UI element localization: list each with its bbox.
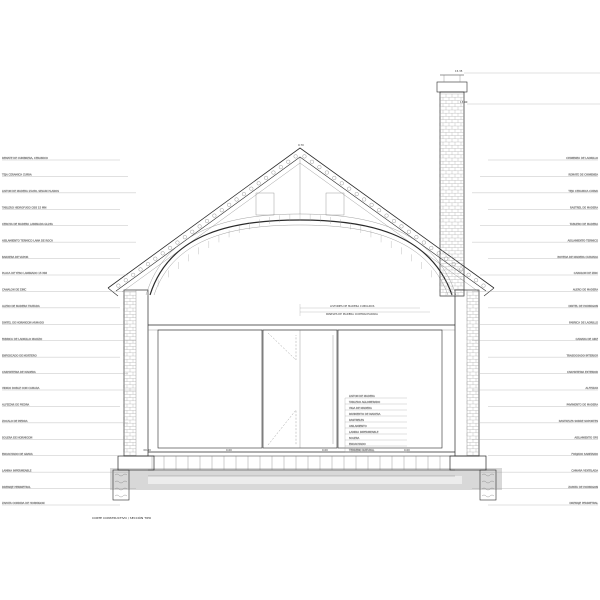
right-annotation-11: FABRICA DE LADRILLO: [569, 320, 598, 324]
right-annotation-14: CARPINTERIA EXTERIOR: [567, 370, 598, 374]
vault-annotation-2: PANELES DE MADERA CONTRACHAPADA: [326, 312, 378, 316]
floor-level-4: 0.00: [404, 448, 410, 452]
left-annotation-2: TEJA CERAMICA CURVA: [2, 173, 32, 177]
left-annotation-21: DRENAJE PERIMETRAL: [2, 485, 31, 489]
right-annotation-5: TABLERO DE MADERA: [570, 222, 598, 226]
right-annotation-19: FORJADO SANITARIO: [571, 452, 598, 456]
chimney-top-level: 15.35: [455, 69, 463, 73]
ridge-level: 9.70: [298, 143, 304, 147]
center-annotation-1: LISTON DE MADERA: [349, 394, 375, 398]
interior-panels: [148, 324, 455, 449]
left-annotation-10: ALERO DE MADERA TRATADA: [2, 304, 40, 308]
center-annotation-3: VIGA DE MADERA: [349, 406, 372, 410]
center-annotation-9: ENCACHADO: [349, 442, 366, 446]
left-annotation-leaders: REMATE DE CUMBRERA, CERAMICO TEJA CERAMIC…: [2, 156, 136, 505]
left-annotation-19: ENCACHADO DE GRAVA: [2, 452, 33, 456]
left-annotation-15: VIDRIO DOBLE CON CAMARA: [2, 386, 40, 390]
ground-hatch: [110, 468, 502, 490]
right-annotation-15: ALFEIZAR: [586, 386, 599, 390]
left-annotation-20: LAMINA IMPERMEABLE: [2, 468, 32, 472]
center-annotation-10: TERRENO NATURAL: [349, 448, 375, 452]
section-caption: CORTE CONSTRUCTIVO / SECCIÓN TIPO: [92, 515, 152, 520]
left-annotation-5: CERCHA DE MADERA LAMINADA GL24h: [2, 222, 53, 226]
right-annotation-6: AISLAMIENTO TERMICO: [568, 238, 598, 242]
chimney: [436, 74, 468, 297]
right-annotation-17: RASTRELES SOBRE SOPORTES: [559, 419, 599, 423]
right-annotation-2: REMATE DE CHIMENEA: [568, 173, 598, 177]
chimney-mid-level: 13.90: [460, 100, 468, 104]
right-annotation-10: DINTEL DE HORMIGON: [569, 304, 599, 308]
floor-level-3: 0.00: [322, 448, 328, 452]
left-annotation-11: DINTEL DE HORMIGON ARMADO: [2, 320, 44, 324]
left-annotation-14: CARPINTERIA DE MADERA: [2, 370, 36, 374]
right-annotation-18: AISLAMIENTO XPS: [575, 435, 599, 439]
right-annotation-16: PAVIMENTO DE MADERA: [567, 403, 599, 407]
vault: [145, 157, 457, 296]
right-annotation-21: ZAPATA DE HORMIGON: [568, 485, 598, 489]
left-annotation-16: ALFEIZAR DE PIEDRA: [2, 403, 29, 407]
right-annotation-7: BOVEDA DE MADERA CURVADA: [557, 255, 598, 259]
left-annotation-9: CANALON DE ZINC: [2, 288, 26, 292]
left-annotation-12: FABRICA DE LADRILLO MACIZO: [2, 337, 42, 341]
right-plinth: [449, 455, 487, 471]
left-annotation-7: BARRERA DE VAPOR: [2, 255, 29, 259]
left-annotation-4: TABLERO HIDROFUGO OSB 15 MM: [2, 205, 46, 209]
left-annotation-13: ENFOSCADO DE MORTERO: [2, 353, 37, 357]
left-annotation-3: LISTON DE MADERA 25x50, SEGUN PLANOS: [2, 189, 59, 193]
roof: [107, 147, 495, 297]
right-annotation-3: TEJA CERAMICA CURVA: [568, 189, 598, 193]
center-annotation-4: PAVIMENTO DE MADERA: [349, 412, 381, 416]
right-annotation-1: CHIMENEA DE LADRILLO: [566, 156, 598, 160]
center-annotation-leaders: LISTON DE MADERA TABLERO AGLOMERADO VIGA D…: [344, 394, 407, 452]
center-annotation-5: RASTRELES: [349, 418, 364, 422]
right-annotation-12: CAMARA DE AIRE: [576, 337, 599, 341]
center-annotation-6: AISLAMIENTO: [349, 424, 367, 428]
left-annotation-18: SOLERA DE HORMIGON: [2, 435, 32, 439]
left-annotation-6: AISLAMIENTO TERMICO LANA DE ROCA: [2, 238, 53, 242]
left-plinth: [117, 455, 155, 471]
vault-annotation-1: LISTONES DE MADERA CURVADOS: [330, 304, 375, 308]
floor-level-1: ±0.00: [143, 448, 151, 452]
vault-annotations: LISTONES DE MADERA CURVADOS PANELES DE M…: [299, 304, 430, 316]
center-annotation-2: TABLERO AGLOMERADO: [349, 400, 380, 404]
center-annotation-8: SOLERA: [349, 436, 359, 440]
left-wall: [123, 289, 149, 457]
right-wall: [454, 289, 480, 457]
right-annotation-leaders: CHIMENEA DE LADRILLO REMATE DE CHIMENEA TE…: [472, 156, 599, 505]
right-annotation-8: CANALON DE ZINC: [574, 271, 598, 275]
left-annotation-22: ZAPATA CORRIDA DE HORMIGON: [2, 501, 45, 505]
right-annotation-20: CAMARA VENTILADA: [571, 468, 598, 472]
level-markers: 15.35 13.90 9.70 ±0.00 0.00 0.00 0.00: [143, 69, 600, 452]
right-annotation-22: DRENAJE PERIMETRAL: [569, 501, 598, 505]
left-annotation-17: ZOCALO DE PIEDRA: [2, 419, 28, 423]
left-annotation-8: PLACA DE YESO LAMINADO 15 MM: [2, 271, 47, 275]
right-annotation-13: TRASDOSADO INTERIOR: [567, 353, 599, 357]
right-annotation-4: RASTREL DE MADERA: [570, 205, 598, 209]
floor-level-2: 0.00: [226, 448, 232, 452]
left-annotation-1: REMATE DE CUMBRERA, CERAMICO: [2, 156, 48, 160]
right-annotation-9: ALERO DE MADERA: [573, 288, 598, 292]
center-annotation-7: LAMINA IMPERMEABLE: [349, 430, 379, 434]
